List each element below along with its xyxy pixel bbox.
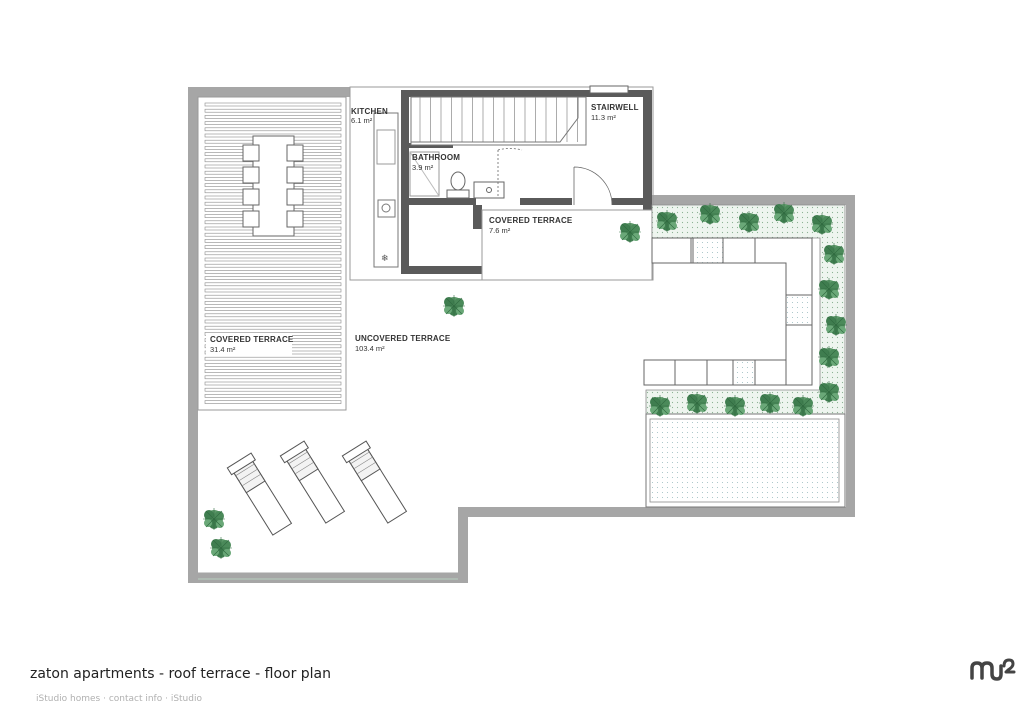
pergola-slat: [204, 387, 342, 392]
pergola-slat: [204, 127, 342, 132]
room-label-stairwell: STAIRWELL 11.3 m²: [591, 103, 639, 122]
plunge-pool: [645, 413, 846, 508]
pergola-slat: [204, 251, 342, 256]
pergola-slat: [204, 257, 342, 262]
svg-text:❄: ❄: [381, 254, 389, 264]
svg-text:11.3 m²: 11.3 m²: [591, 113, 616, 122]
pergola-slat: [204, 263, 342, 268]
small-covered-terrace: [481, 209, 653, 281]
dining-table: [242, 135, 304, 237]
pergola-slat: [204, 400, 342, 404]
room-label-covered-terrace-small: COVERED TERRACE 7.6 m²: [489, 216, 573, 235]
svg-text:BATHROOM: BATHROOM: [412, 153, 460, 162]
stairwell-door: [573, 166, 613, 206]
pergola-slat: [204, 239, 342, 243]
sun-lounger-icon: [226, 440, 410, 538]
pergola-slat: [204, 121, 342, 125]
pergola-slat: [204, 108, 342, 113]
svg-text:103.4 m²: 103.4 m²: [355, 344, 385, 353]
pergola-slat: [204, 270, 342, 274]
pergola-slat: [204, 394, 342, 398]
pergola-slat: [204, 301, 342, 305]
svg-text:3.9 m²: 3.9 m²: [412, 163, 434, 172]
pergola-slat: [204, 363, 342, 367]
svg-text:6.1 m²: 6.1 m²: [351, 116, 373, 125]
pergola-slat: [204, 375, 342, 380]
room-label-kitchen: KITCHEN 6.1 m²: [351, 107, 388, 125]
pergola-slat: [204, 288, 342, 293]
pergola-slat: [204, 245, 342, 249]
room-label-bathroom: BATHROOM 3.9 m²: [412, 153, 460, 172]
pergola-slat: [204, 115, 342, 119]
room-label-covered-terrace-large: COVERED TERRACE 31.4 m²: [206, 333, 294, 355]
pergola-slat: [204, 381, 342, 386]
svg-text:STAIRWELL: STAIRWELL: [591, 103, 639, 112]
footer-contact: iStudio homes · contact info · iStudio: [36, 694, 202, 702]
terrace-outer-wall: [188, 87, 855, 583]
pergola-slat: [204, 369, 342, 373]
bathroom-fixtures: [409, 148, 523, 199]
room-label-uncovered-terrace: UNCOVERED TERRACE 103.4 m²: [355, 334, 451, 353]
svg-text:KITCHEN: KITCHEN: [351, 107, 388, 116]
kitchen-counter: ❄: [373, 112, 399, 268]
pergola-slat: [204, 319, 342, 324]
built-in-bench: [643, 237, 813, 386]
brand-logo-icon: [970, 658, 1016, 681]
svg-text:COVERED TERRACE: COVERED TERRACE: [210, 335, 294, 344]
stairs: [410, 96, 587, 146]
pergola-slat: [204, 313, 342, 318]
svg-text:7.6 m²: 7.6 m²: [489, 226, 511, 235]
pergola-slat: [204, 294, 342, 299]
plan-caption: zaton apartments - roof terrace - floor …: [30, 666, 332, 682]
pergola-slat: [204, 307, 342, 311]
pergola-slat: [204, 276, 342, 280]
pergola-slat: [204, 282, 342, 287]
svg-text:UNCOVERED TERRACE: UNCOVERED TERRACE: [355, 334, 451, 343]
svg-text:COVERED TERRACE: COVERED TERRACE: [489, 216, 573, 225]
svg-text:31.4 m²: 31.4 m²: [210, 345, 236, 354]
pergola-slat: [204, 325, 342, 330]
pergola-slat: [204, 356, 342, 361]
pergola-slat: [204, 102, 342, 107]
